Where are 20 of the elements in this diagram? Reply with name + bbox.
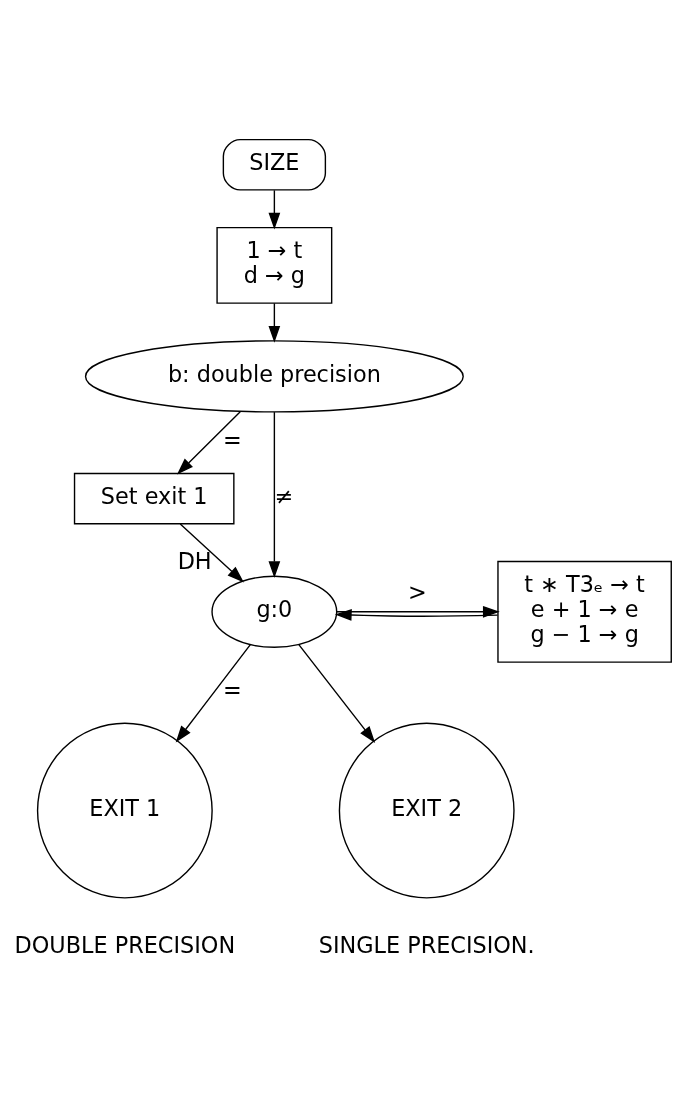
node-ellipse: b: double precision (84, 339, 464, 413)
edge-label: = (223, 676, 242, 703)
arrow (268, 189, 281, 230)
edge-label: > (407, 578, 427, 605)
arrow (175, 643, 252, 742)
node-label: DOUBLE PRECISION (14, 931, 236, 958)
arrow (268, 302, 281, 343)
edge-label: = (223, 426, 242, 453)
arrow (298, 643, 376, 743)
arrow (179, 522, 244, 582)
node-ellipse: g:0 (211, 575, 338, 648)
node-box: 1 → t d → g (216, 226, 333, 304)
arrow (176, 410, 241, 475)
node-box: t ∗ T3ₑ → t e + 1 → e g − 1 → g (497, 560, 672, 663)
arrow (268, 410, 281, 578)
edge-label: ≠ (274, 482, 294, 509)
node-label: SINGLE PRECISION. (318, 931, 535, 958)
node-box: SIZE (222, 138, 327, 191)
node-label: DH (177, 547, 212, 574)
node-box: Set exit 1 (73, 472, 235, 524)
